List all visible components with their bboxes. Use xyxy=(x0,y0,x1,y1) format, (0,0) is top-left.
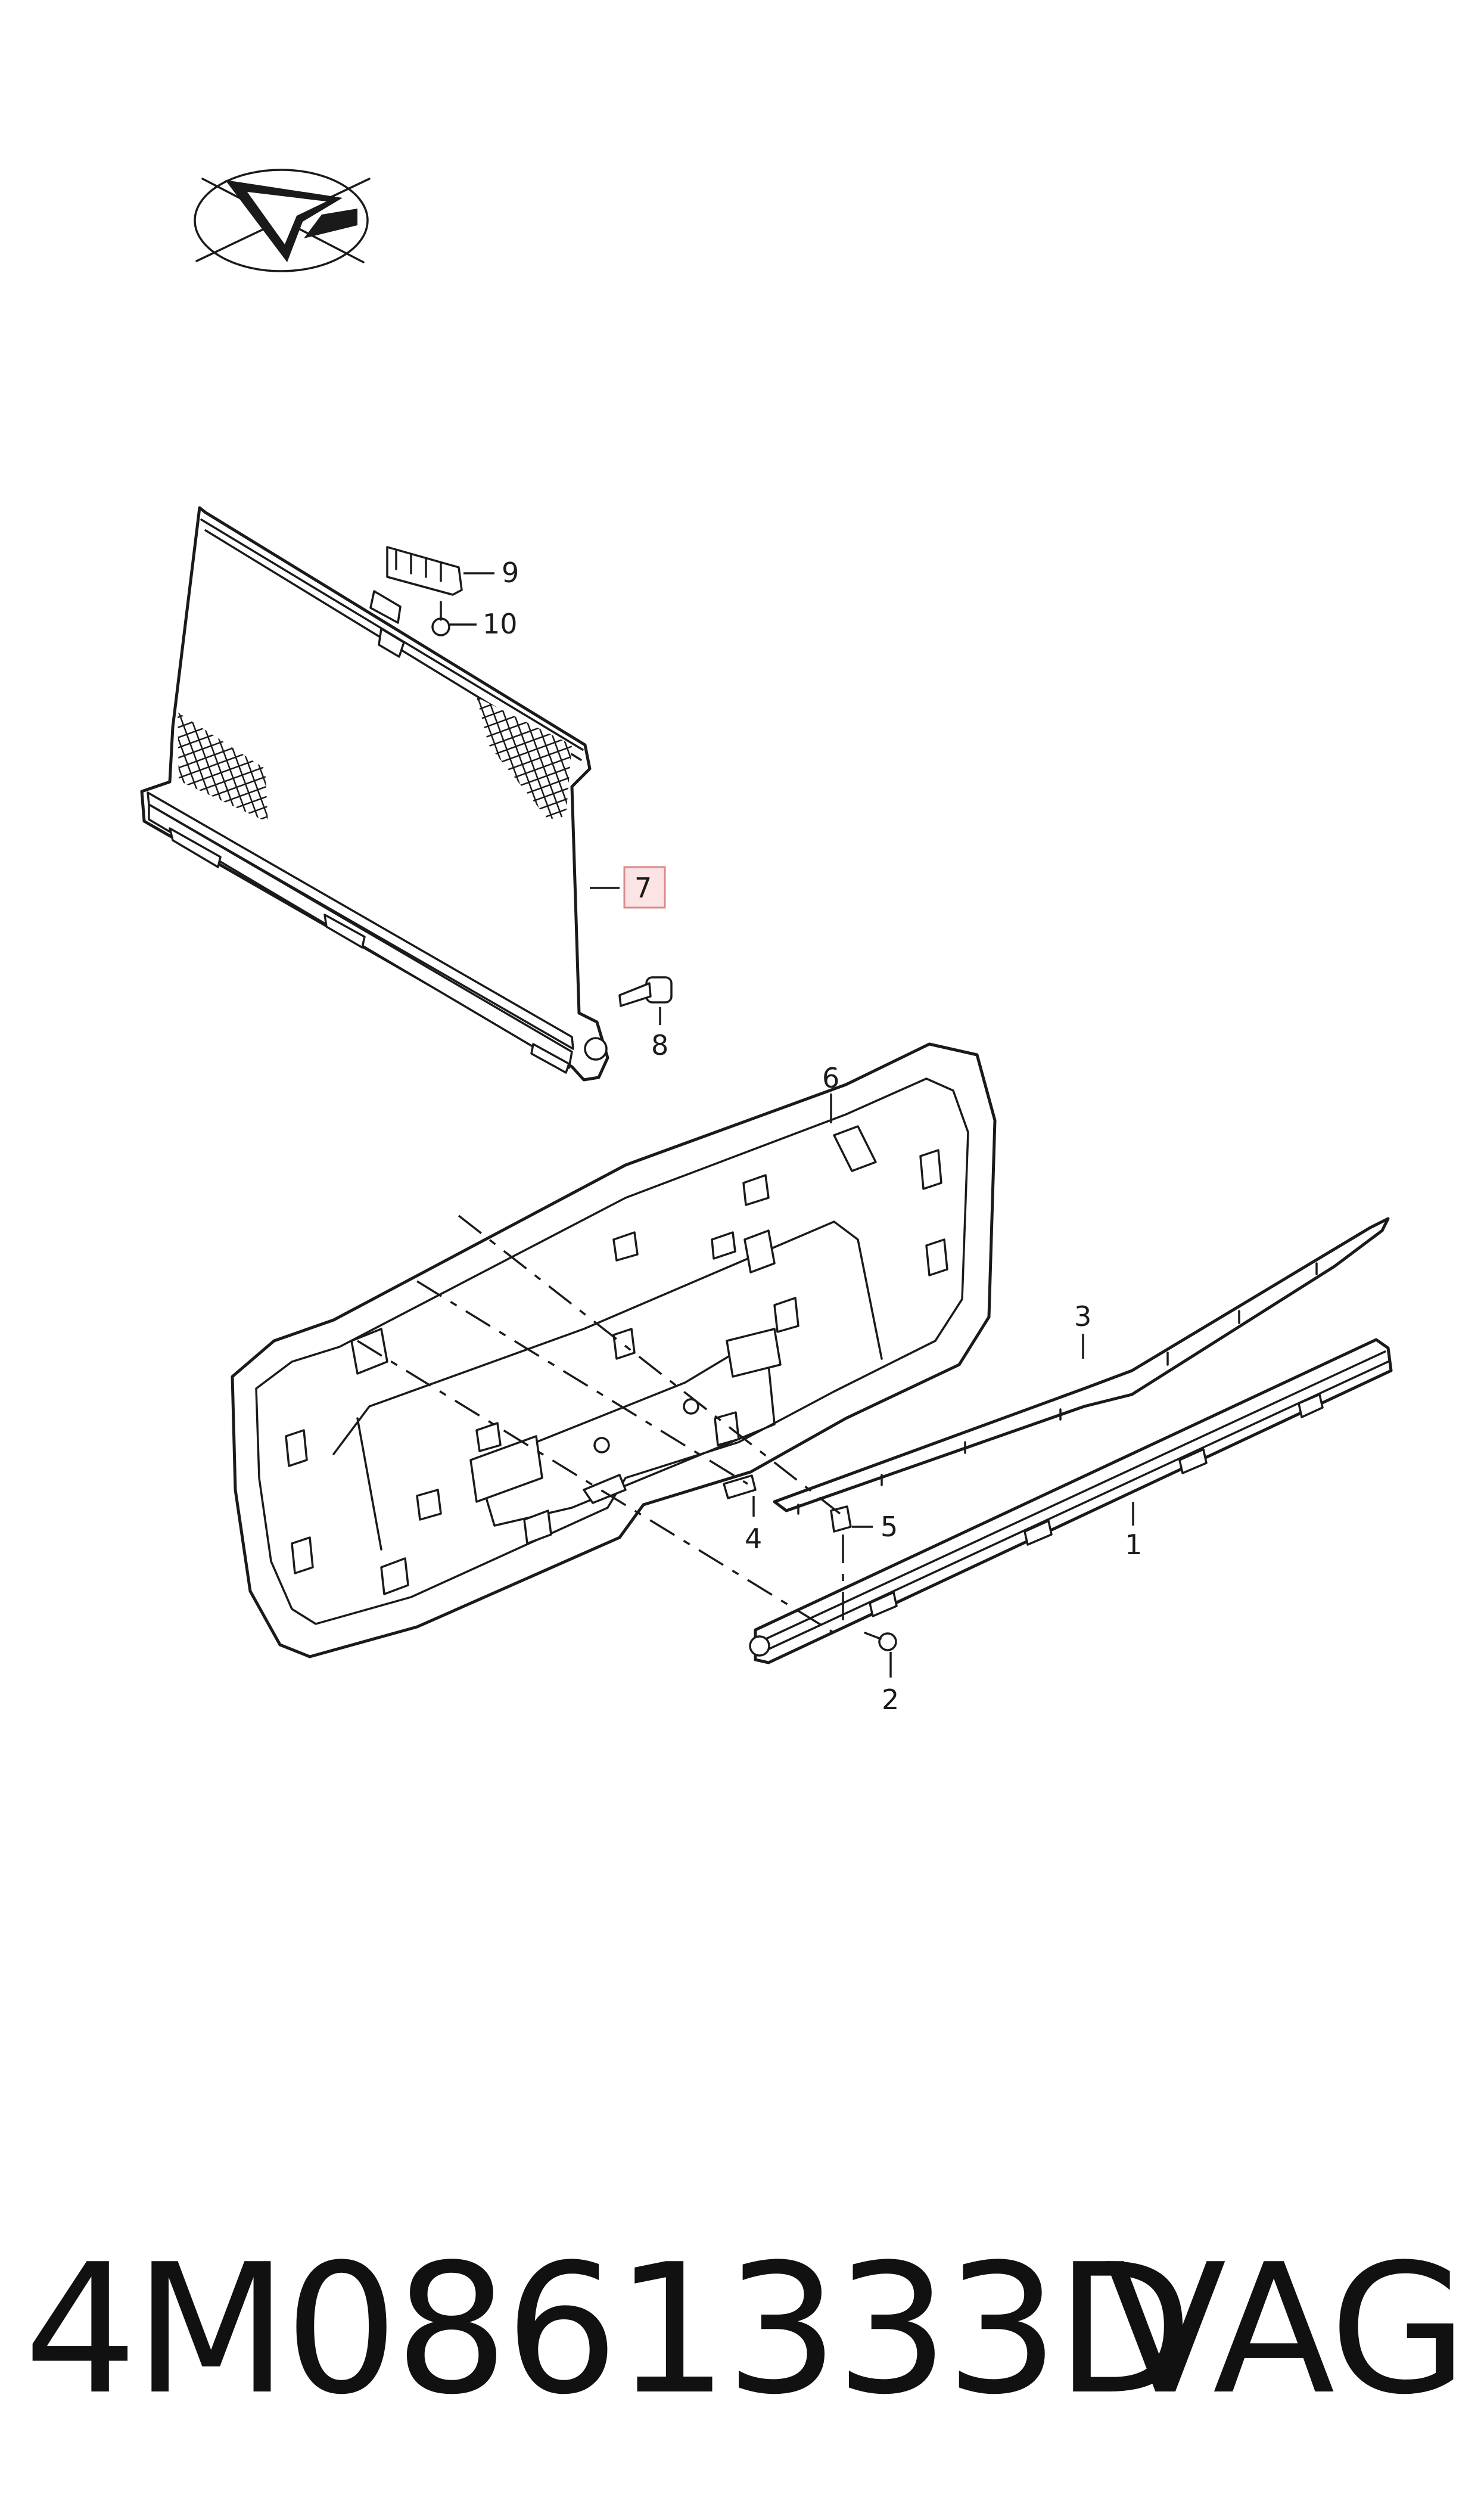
callout-9: 9 xyxy=(502,557,519,589)
part-number: 4M0861333D xyxy=(24,2226,1193,2434)
vehicle-direction-arrow-icon xyxy=(194,169,371,272)
part-8-bolt xyxy=(618,976,673,1007)
callout-4: 4 xyxy=(745,1523,762,1555)
brand-name: VAG xyxy=(1104,2226,1468,2434)
callout-10: 10 xyxy=(483,608,518,640)
callout-2: 2 xyxy=(882,1684,899,1716)
part-4-clip xyxy=(723,1474,757,1499)
callout-6: 6 xyxy=(822,1062,839,1094)
callout-3: 3 xyxy=(1074,1300,1091,1333)
part-9-bracket xyxy=(386,546,463,596)
callout-1: 1 xyxy=(1125,1529,1142,1561)
part-1-guide-rail xyxy=(749,1338,1393,1664)
part-3-trim-strip xyxy=(773,1217,1390,1515)
callout-labels: 9 10 7 8 6 3 4 5 1 2 xyxy=(483,557,1142,1716)
part-7-cover-panel xyxy=(140,506,609,1082)
assembly-lines xyxy=(357,1215,844,1634)
leader-lines xyxy=(450,572,1134,1678)
callout-8: 8 xyxy=(651,1029,668,1061)
callout-5: 5 xyxy=(881,1511,898,1543)
callout-7-highlight xyxy=(623,866,666,909)
part-10-screw xyxy=(431,601,450,636)
part-2-screw xyxy=(864,1632,897,1651)
footer: 4M0861333D VAG xyxy=(24,2226,1468,2434)
callout-7: 7 xyxy=(634,872,652,904)
part-6-trim-panel xyxy=(231,1042,997,1658)
part-5-clip xyxy=(830,1505,852,1533)
